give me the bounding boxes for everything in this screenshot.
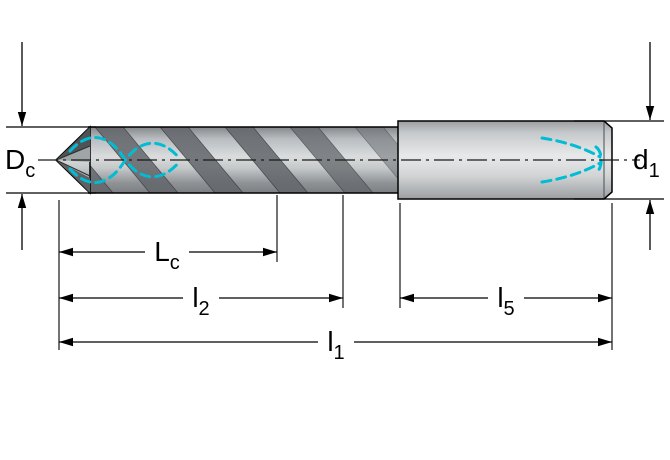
l2-label: l2	[192, 282, 209, 320]
dimension-dc: Dc	[5, 42, 96, 250]
label-mask	[318, 326, 354, 358]
lc-label: Lc	[154, 236, 180, 274]
cutting-edge-line	[55, 145, 91, 161]
l1-label: l1	[327, 326, 344, 364]
flute-band	[88, 162, 114, 193]
label-mask	[145, 236, 189, 268]
flute-band	[289, 127, 374, 193]
coolant-channel-dashed-left	[68, 135, 182, 179]
dc-label: Dc	[5, 144, 35, 182]
flute-band	[224, 127, 309, 193]
d1-label: d1	[633, 144, 660, 182]
coolant-channel-dashed-right	[540, 136, 602, 159]
label-mask	[488, 282, 524, 314]
label-mask	[183, 282, 219, 314]
dimension-l5: l5	[400, 282, 612, 320]
dimension-d1: d1	[574, 42, 664, 250]
l5-label: l5	[497, 282, 514, 320]
dimension-l2: l2	[59, 282, 343, 320]
coolant-channel-dashed-right	[540, 161, 602, 184]
flute-band	[159, 127, 244, 193]
cutting-edge-line	[55, 159, 91, 177]
dimension-lc: Lc	[59, 236, 277, 274]
flute-band	[354, 127, 400, 182]
dimension-l1: l1	[59, 326, 612, 364]
drill-point-facet	[56, 160, 90, 193]
coolant-channel-dashed-left	[68, 141, 182, 185]
drill-point-facet	[56, 127, 90, 160]
